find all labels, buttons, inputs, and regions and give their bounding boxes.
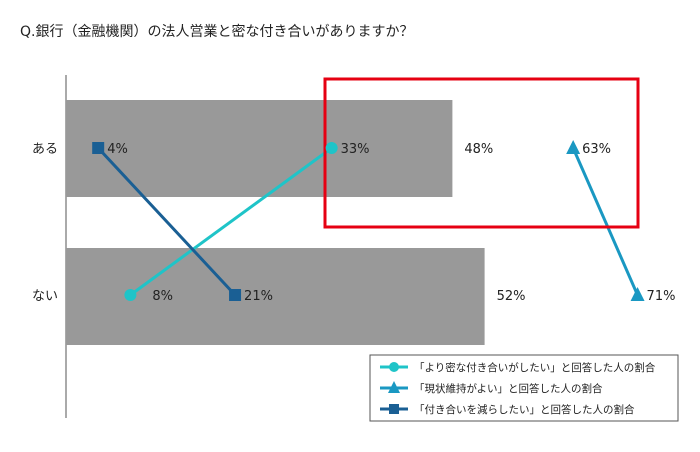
series-line-triangle <box>571 147 639 296</box>
legend-label: 「より密な付き合いがしたい」と回答した人の割合 <box>414 361 656 374</box>
triangle-marker <box>630 287 645 301</box>
labels-layer: ある 48% ない 52% 33% 8% 63% 71% 4% 21% <box>32 142 675 304</box>
legend: 「より密な付き合いがしたい」と回答した人の割合「現状維持がよい」と回答した人の割… <box>369 354 679 422</box>
point-value-label: 33% <box>341 142 370 157</box>
legend-label: 「現状維持がよい」と回答した人の割合 <box>414 382 603 395</box>
point-value-label: 21% <box>244 289 273 304</box>
point-value-label: 71% <box>647 289 676 304</box>
circle-marker <box>325 142 338 154</box>
point-value-label: 8% <box>152 289 173 304</box>
series-line-square <box>97 146 237 297</box>
legend-triangle-marker <box>388 381 400 393</box>
chart-title: Q.銀行（金融機関）の法人営業と密な付き合いがありますか？ <box>20 23 413 40</box>
category-label: ある <box>32 142 58 157</box>
legend-box <box>369 354 679 422</box>
legend-label: 「付き合いを減らしたい」と回答した人の割合 <box>414 403 635 416</box>
bars-layer <box>66 100 485 345</box>
series-line-circle <box>129 146 333 297</box>
bar-value-label: 48% <box>464 142 493 157</box>
square-marker <box>229 289 242 301</box>
bar-value-label: 52% <box>497 289 526 304</box>
point-value-label: 4% <box>107 142 128 157</box>
markers-layer <box>92 140 645 301</box>
legend-circle-marker <box>389 362 399 372</box>
square-marker <box>92 142 105 154</box>
point-value-label: 63% <box>582 142 611 157</box>
legend-square-marker <box>389 404 399 414</box>
triangle-marker <box>566 140 581 154</box>
circle-marker <box>124 289 137 301</box>
highlight-box <box>323 77 640 229</box>
series-lines-layer <box>97 146 639 297</box>
category-label: ない <box>32 289 58 304</box>
highlight-layer <box>323 77 640 229</box>
